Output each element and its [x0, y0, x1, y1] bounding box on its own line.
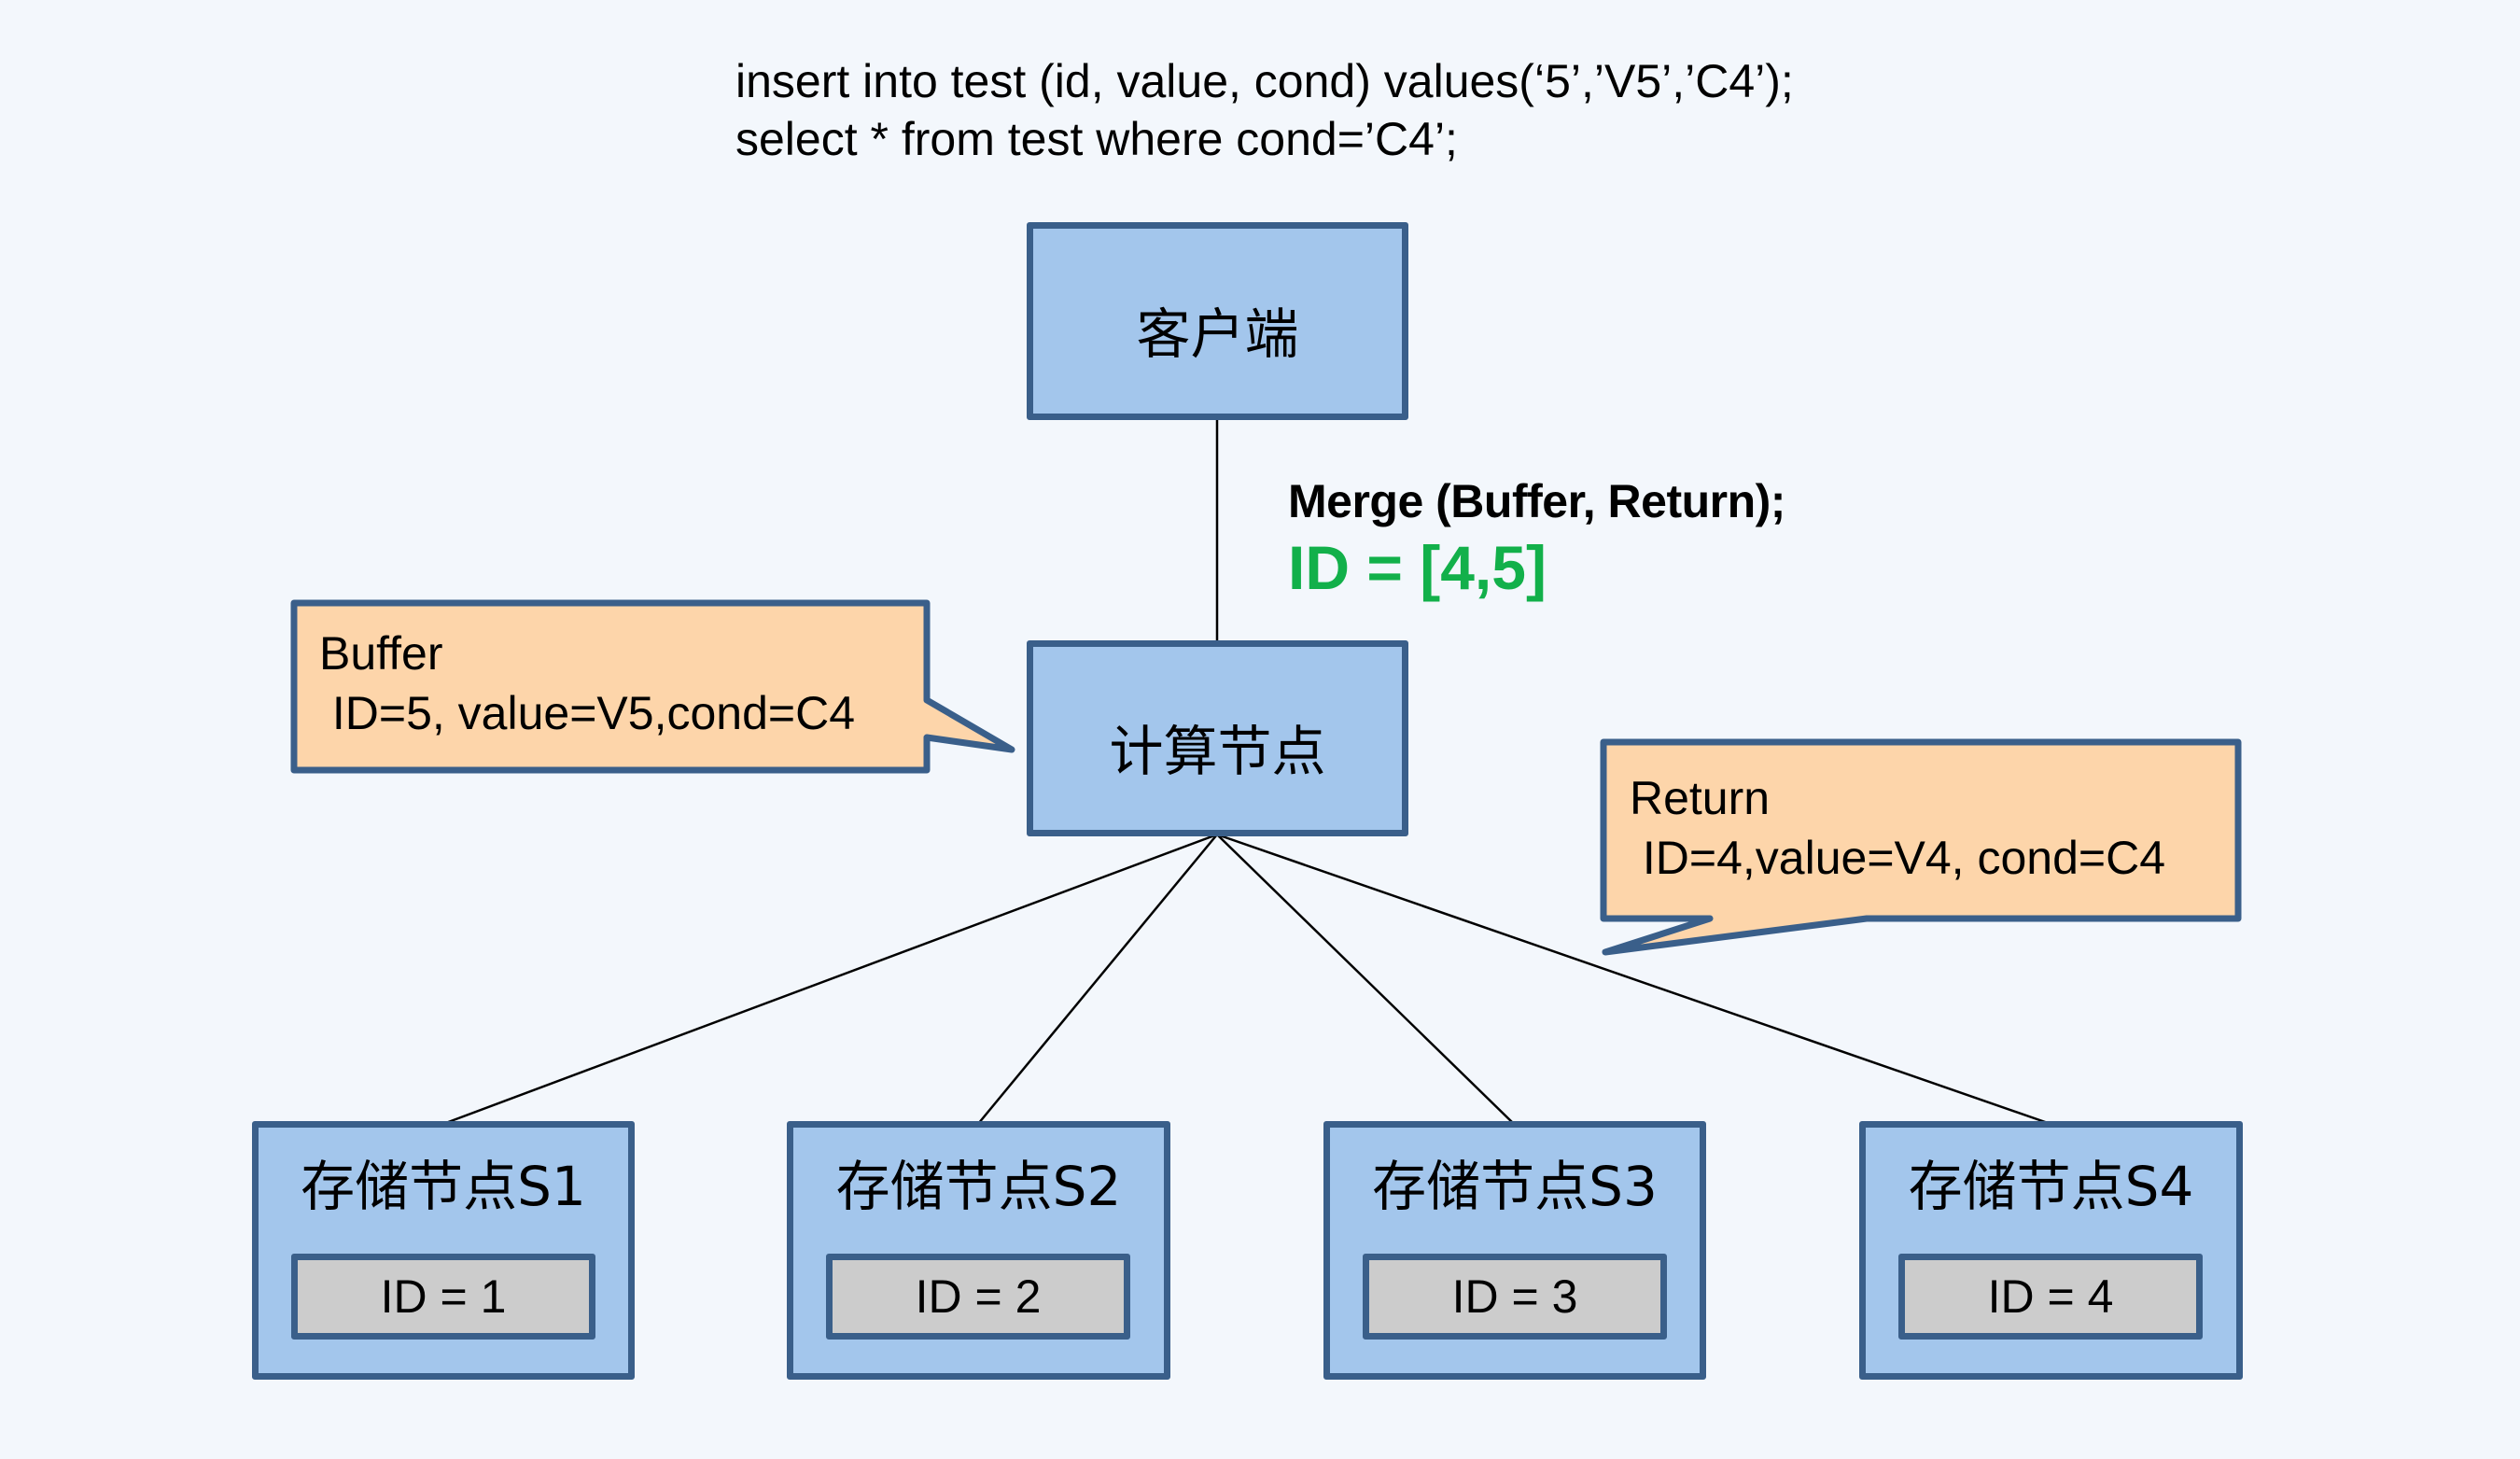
compute-node: 计算节点 — [1027, 640, 1408, 836]
edge-compute-s1 — [442, 833, 1218, 1126]
storage-node-label: 存储节点S4 — [1908, 1155, 2194, 1218]
return-callout-shape — [1600, 738, 2242, 956]
storage-id-box: ID = 4 — [1898, 1254, 2203, 1340]
edge-compute-s3 — [1216, 834, 1515, 1125]
edge-compute-s2 — [977, 834, 1218, 1125]
storage-id-box: ID = 3 — [1363, 1254, 1667, 1340]
storage-node-s1: 存储节点S1 ID = 1 — [252, 1121, 635, 1380]
client-node-label: 客户端 — [1136, 302, 1299, 366]
edge-compute-s4 — [1216, 833, 2051, 1126]
storage-node-label: 存储节点S3 — [1372, 1155, 1658, 1218]
merge-annotation: Merge (Buffer, Return); — [1288, 475, 1785, 527]
storage-node-s2: 存储节点S2 ID = 2 — [787, 1121, 1170, 1380]
storage-node-label: 存储节点S2 — [835, 1155, 1122, 1218]
storage-id-label: ID = 4 — [1987, 1270, 2114, 1323]
buffer-callout-title: Buffer — [319, 627, 443, 680]
sql-select-statement: select * from test where cond=’C4’; — [735, 113, 1458, 165]
storage-id-label: ID = 2 — [915, 1270, 1042, 1323]
storage-node-label: 存储节点S1 — [301, 1155, 586, 1218]
storage-node-s4: 存储节点S4 ID = 4 — [1859, 1121, 2243, 1380]
return-callout-title: Return — [1630, 772, 1771, 824]
return-callout-detail: ID=4,value=V4, cond=C4 — [1630, 832, 2165, 884]
sql-insert-statement: insert into test (id, value, cond) value… — [735, 55, 1794, 107]
client-node: 客户端 — [1027, 222, 1408, 420]
merge-result: ID = [4,5] — [1288, 533, 1547, 602]
buffer-callout-shape — [290, 599, 1015, 774]
storage-node-s3: 存储节点S3 ID = 3 — [1323, 1121, 1706, 1380]
buffer-callout-detail: ID=5, value=V5,cond=C4 — [319, 687, 855, 739]
storage-id-box: ID = 2 — [826, 1254, 1130, 1340]
storage-id-label: ID = 3 — [1451, 1270, 1578, 1323]
storage-id-box: ID = 1 — [291, 1254, 595, 1340]
compute-node-label: 计算节点 — [1109, 720, 1326, 783]
storage-id-label: ID = 1 — [380, 1270, 507, 1323]
